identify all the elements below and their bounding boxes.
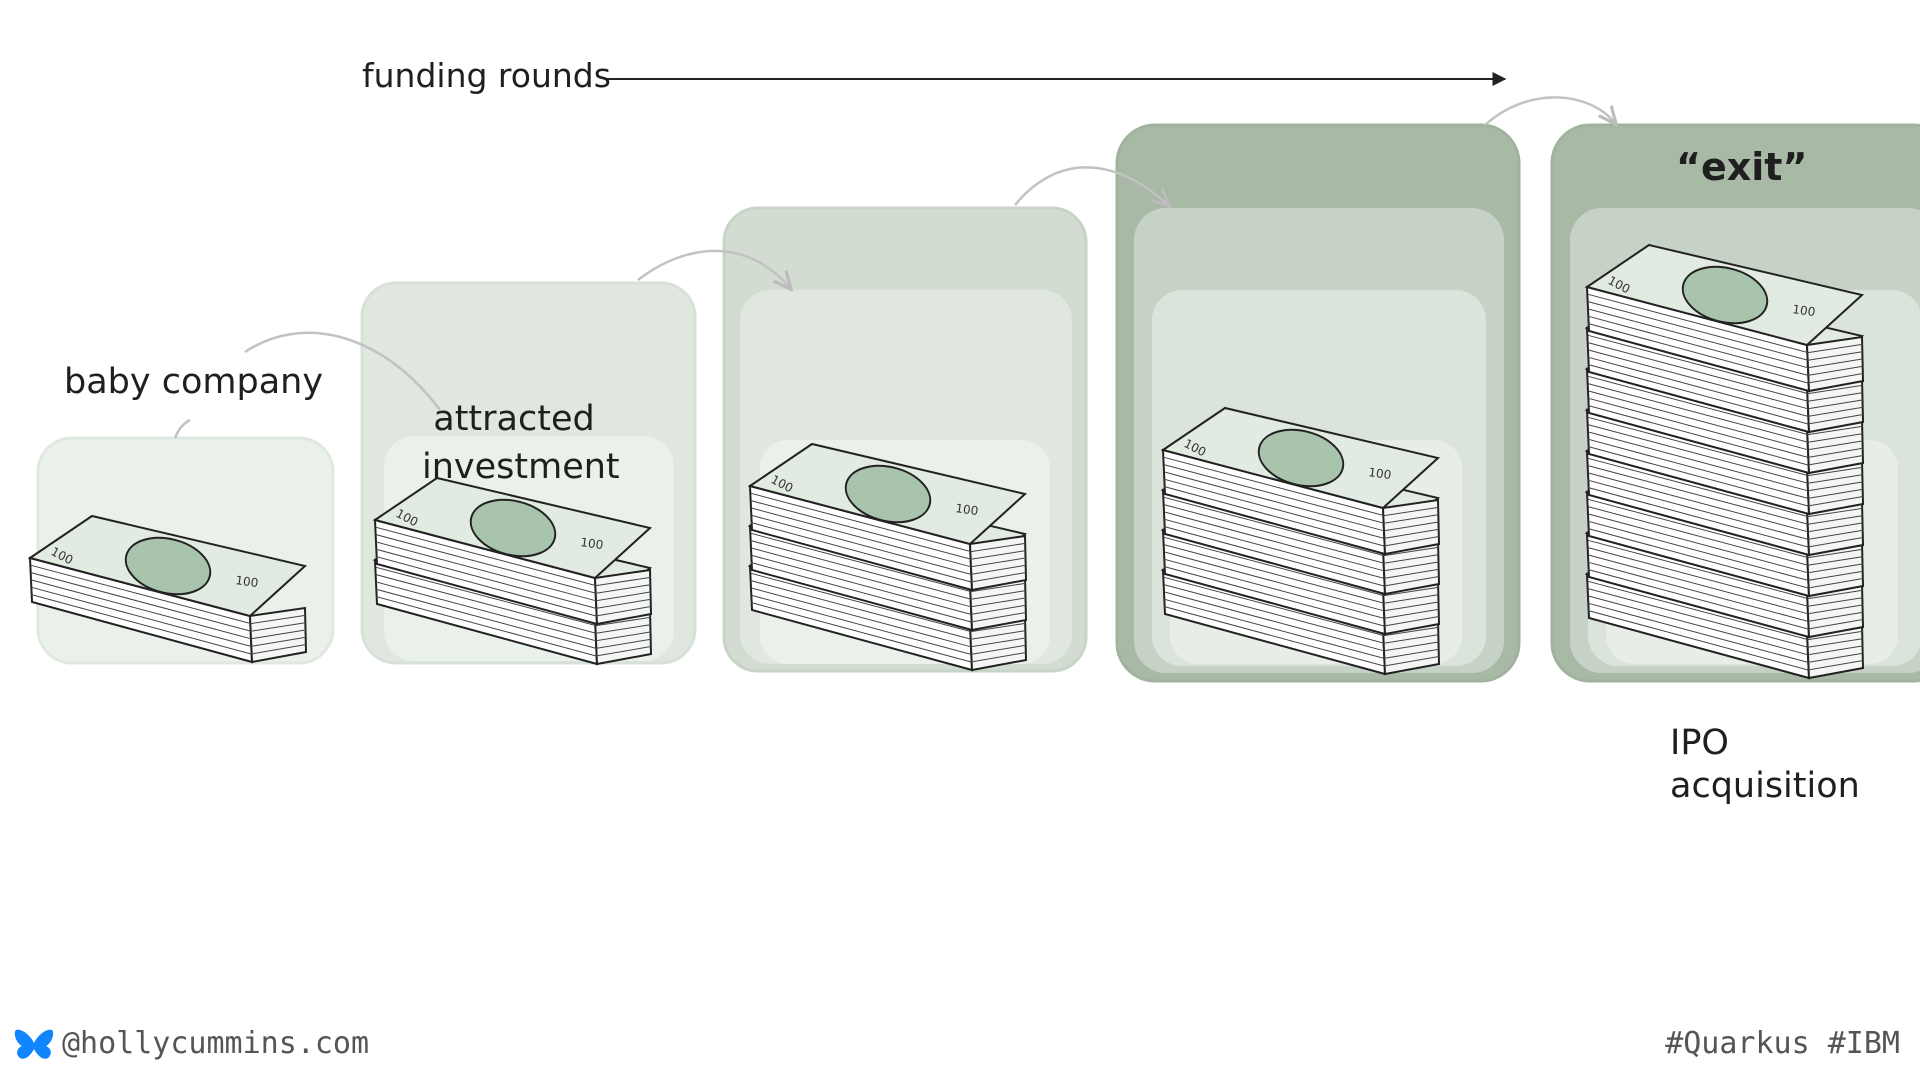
connector-baby-label: [173, 418, 191, 439]
exit-label: “exit”: [1676, 145, 1808, 189]
connector-4-5: [1484, 96, 1615, 125]
attracted-investment-label: attracted investment: [422, 399, 620, 487]
hashtags: #Quarkus #IBM: [1665, 1026, 1900, 1061]
svg-text:100: 100: [1792, 302, 1817, 319]
connector-3-4: [1014, 166, 1168, 205]
author-handle[interactable]: @hollycummins.com: [62, 1026, 370, 1061]
baby-company-label: baby company: [64, 362, 324, 402]
svg-text:100: 100: [235, 573, 260, 590]
stage-connectors: [173, 96, 1615, 439]
svg-text:100: 100: [1368, 465, 1393, 482]
exit-outcomes-label: IPO acquisition: [1670, 723, 1860, 806]
connector-2-3: [637, 249, 790, 288]
svg-text:100: 100: [955, 501, 980, 518]
butterfly-icon: [14, 1029, 54, 1059]
funding-rounds-label: funding rounds: [362, 56, 611, 95]
money-stack-stage-5: 1001001001001001001001001001001001001001…: [1584, 243, 1865, 680]
money-stacks: 1001001001001001001001001001001001001001…: [27, 243, 1865, 680]
svg-text:100: 100: [580, 535, 605, 552]
connector-1-2: [244, 331, 441, 411]
